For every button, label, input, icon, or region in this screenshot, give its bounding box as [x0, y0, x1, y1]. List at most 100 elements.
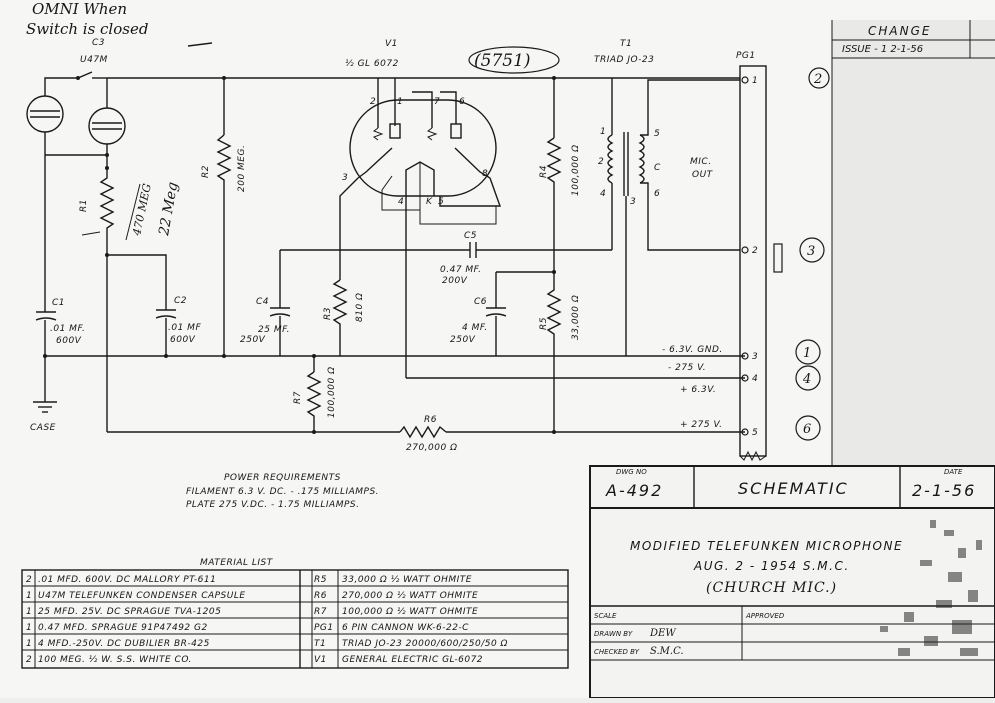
dwg-no-label: DWG NO: [616, 468, 647, 476]
description-line-2: AUG. 2 - 1954 S.M.C.: [693, 559, 850, 573]
mic-out-label-2: OUT: [692, 170, 714, 180]
pg1-pin-2-number: 2: [752, 246, 758, 256]
t1-pin-6: 6: [654, 189, 660, 199]
material-list-title: MATERIAL LIST: [200, 558, 274, 568]
r1-value-new: 22 Meg: [156, 181, 181, 238]
v1-pin-7: 7: [434, 97, 440, 107]
v1-label: V1: [385, 39, 398, 49]
material-right-desc-0: 33,000 Ω ½ WATT OHMITE: [342, 575, 472, 585]
r7-resistor: [306, 371, 322, 432]
pg1-pin-4-callout-text: 4: [802, 372, 811, 387]
material-right-ref-1: R6: [314, 591, 327, 601]
material-left-desc-2: 25 MFD. 25V. DC SPRAGUE TVA-1205: [38, 607, 221, 617]
r5-resistor: [546, 272, 562, 432]
t1-pin-2: 2: [598, 157, 604, 167]
r3-resistor: [332, 279, 348, 356]
t1-secondary-coil: [638, 134, 645, 184]
c1-label: C1: [52, 298, 65, 308]
material-left-qty-1: 1: [26, 591, 32, 601]
material-right-ref-2: R7: [314, 607, 327, 617]
pg1-pin-1-callout-text: 2: [813, 72, 822, 87]
r6-label: R6: [424, 415, 437, 425]
material-right-ref-5: V1: [314, 655, 327, 665]
drawing-date: 2-1-56: [912, 481, 976, 500]
r1-resistor: [99, 168, 115, 255]
note-dash: [187, 42, 213, 47]
note-switch-closed: Switch is closed: [26, 20, 148, 38]
v1-pin-k: K: [426, 197, 433, 207]
material-right-desc-1: 270,000 Ω ½ WATT OHMITE: [342, 591, 478, 601]
material-right-desc-2: 100,000 Ω ½ WATT OHMITE: [342, 607, 478, 617]
material-right-desc-5: GENERAL ELECTRIC GL-6072: [342, 655, 483, 665]
r7-value: 100,000 Ω: [327, 367, 337, 418]
drawn-by-value: DEW: [649, 628, 676, 639]
material-left-desc-5: 100 MEG. ½ W. S.S. WHITE CO.: [38, 655, 192, 665]
drawing-title: SCHEMATIC: [738, 479, 849, 498]
material-right-ref-3: PG1: [314, 623, 334, 633]
c6-value: 4 MF.: [462, 323, 488, 333]
description-line-1: MODIFIED TELEFUNKEN MICROPHONE: [630, 539, 903, 553]
v1-tube-envelope: [349, 99, 497, 197]
c2-label: C2: [174, 296, 187, 306]
c5-voltage: 200V: [442, 276, 468, 286]
c4-capacitor: [269, 313, 291, 317]
c1-capacitor: [35, 317, 57, 321]
pg1-pin-3-number: 3: [752, 352, 758, 362]
case-label: CASE: [30, 423, 56, 433]
material-left-qty-4: 1: [26, 639, 32, 649]
r3-label: R3: [323, 307, 333, 320]
pg1-pin-3-contact: [741, 352, 749, 360]
power-plate: PLATE 275 V.DC. - 1.75 MILLIAMPS.: [186, 500, 359, 510]
mic-out-label: MIC.: [690, 157, 712, 167]
c4-value: 25 MF.: [258, 325, 290, 335]
c2-capacitor: [155, 315, 177, 319]
material-left-desc-3: 0.47 MFD. SPRAGUE 91P47492 G2: [38, 623, 208, 633]
r5-label: R5: [539, 317, 549, 330]
change-header: CHANGE: [868, 24, 931, 38]
t1-pin-3: 3: [630, 197, 636, 207]
pg1-pin-4-signal: - 275 V.: [668, 363, 706, 373]
capsule-main-element: [88, 107, 126, 145]
material-right-desc-4: TRIAD JO-23 20000/600/250/50 Ω: [342, 639, 508, 649]
pg1-pin-3-callout: [795, 339, 821, 365]
pg1-pin-5-number: 5: [752, 428, 758, 438]
v1-pin-5: 5: [438, 197, 444, 207]
c1-value: .01 MF.: [50, 324, 85, 334]
t1-label: T1: [620, 39, 632, 49]
material-left-desc-1: U47M TELEFUNKEN CONDENSER CAPSULE: [38, 591, 246, 601]
r4-resistor: [546, 137, 562, 272]
power-requirements-title: POWER REQUIREMENTS: [224, 473, 341, 483]
material-right-ref-4: T1: [314, 639, 326, 649]
c5-value: 0.47 MF.: [440, 265, 482, 275]
change-area-shade: [832, 20, 995, 465]
pg1-pin-4-number: 4: [752, 374, 758, 384]
drawn-by-label: DRAWN BY: [594, 630, 633, 638]
c1-voltage: 600V: [56, 336, 82, 346]
v1-pin-2: 2: [370, 97, 376, 107]
tube-number-note: (5751): [474, 51, 531, 71]
r4-value: 100,000 Ω: [571, 145, 581, 196]
scan-noise: [880, 520, 982, 656]
t1-type: TRIAD JO-23: [594, 55, 654, 65]
power-filament: FILAMENT 6.3 V. DC. - .175 MILLIAMPS.: [186, 487, 379, 497]
title-block: [589, 465, 995, 699]
t1-pin-c: C: [654, 163, 661, 173]
c5-label: C5: [464, 231, 477, 241]
dwg-no: A-492: [605, 481, 663, 500]
r3-value: 810 Ω: [355, 293, 365, 322]
v1-pin-4: 4: [398, 197, 404, 207]
pg1-pin-3-callout-text: 1: [803, 346, 811, 361]
pg1-pin-2-callout-text: 3: [807, 244, 815, 259]
material-left-desc-0: .01 MFD. 600V. DC MALLORY PT-611: [38, 575, 216, 585]
c6-voltage: 250V: [450, 335, 476, 345]
pg1-key: [773, 243, 783, 273]
t1-pin-1: 1: [600, 127, 606, 137]
c6-capacitor: [485, 313, 507, 317]
c4-voltage: 250V: [240, 335, 266, 345]
pg1-pin-5-contact: [741, 428, 749, 436]
r1-label: R1: [79, 199, 89, 212]
note-omni-when: OMNI When: [32, 0, 127, 18]
r6-value: 270,000 Ω: [406, 443, 457, 453]
pg1-connector-body: [739, 65, 767, 457]
